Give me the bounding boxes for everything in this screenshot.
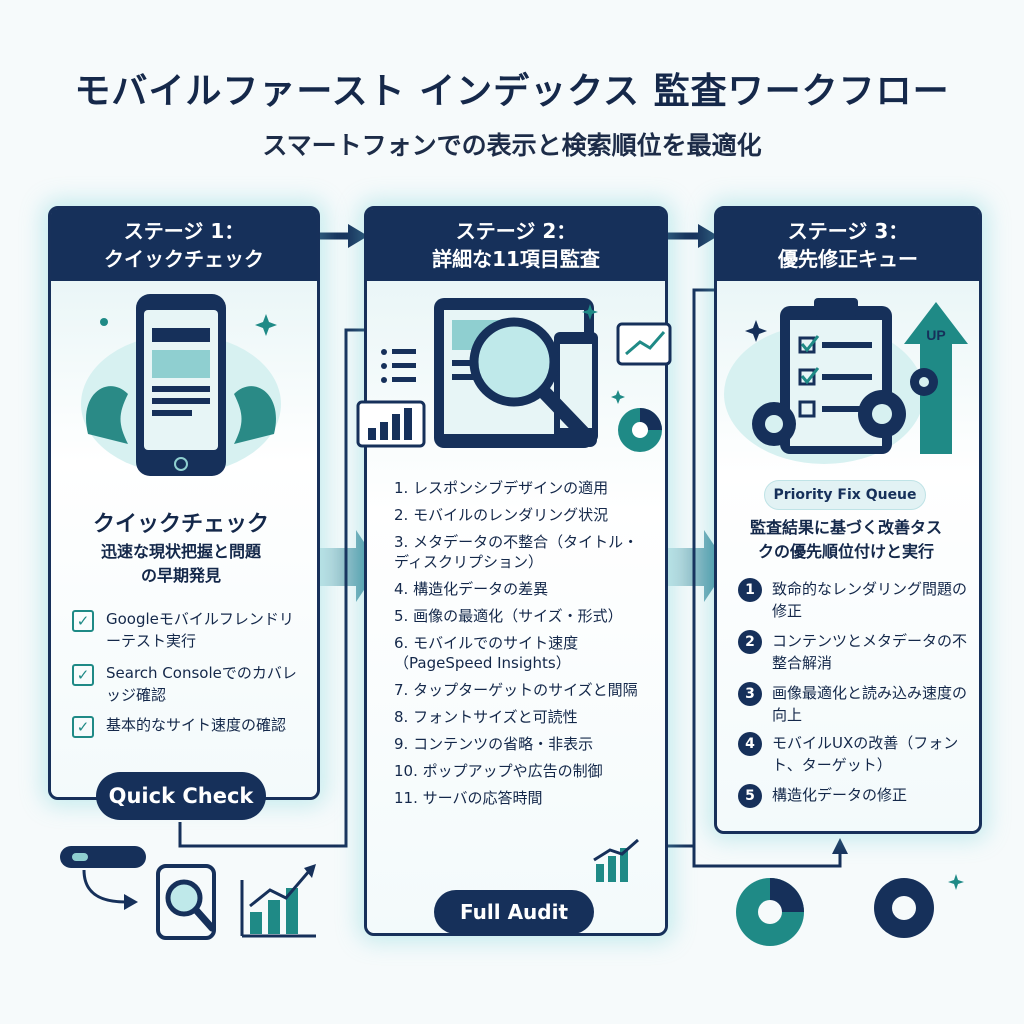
- loop-line-2-3: [664, 288, 716, 848]
- audit-item-11: 11. サーバの応答時間: [394, 789, 543, 807]
- stage3-desc-line2: クの優先順位付けと実行: [757, 542, 934, 561]
- stage1-check-text: 基本的なサイト速度の確認: [106, 716, 287, 734]
- growth-chart-icon: [240, 864, 316, 938]
- stage1-desc-line1: 迅速な現状把握と問題: [100, 542, 261, 561]
- quick-check-pill: Quick Check: [96, 772, 266, 820]
- arrowhead-1-2: [348, 224, 368, 248]
- stage1-check-1: ✓ Googleモバイルフレンドリーテスト実行: [72, 608, 306, 652]
- smartphone-illustration: [81, 294, 281, 476]
- search-bar-icon: [60, 846, 146, 868]
- loop-arrowhead-2-3: [832, 838, 848, 854]
- stage3-desc-line1: 監査結果に基づく改善タス: [749, 518, 942, 537]
- audit-items-list: 1. レスポンシブデザインの適用 2. モバイルのレンダリング状況 3. メタデ…: [394, 478, 664, 815]
- audit-item-1: 1. レスポンシブデザインの適用: [394, 479, 609, 497]
- priority-fix-queue-badge: Priority Fix Queue: [764, 480, 926, 510]
- queue-number-badge: 5: [738, 784, 762, 808]
- pie-chart-icon: [618, 408, 662, 452]
- audit-item-6: 6. モバイルでのサイト速度（PageSpeed Insights）: [394, 634, 579, 672]
- clipboard-gears-illustration: UP: [724, 298, 968, 464]
- queue-item-text: 構造化データの修正: [772, 786, 908, 804]
- audit-item-7: 7. タップターゲットのサイズと間隔: [394, 681, 638, 699]
- small-growth-chart-icon: [593, 838, 639, 882]
- stage1-card: ステージ 1： クイックチェック: [48, 206, 320, 800]
- mobile-search-icon: [156, 864, 216, 940]
- stage3-header-line2: 優先修正キュー: [778, 247, 918, 271]
- page-subtitle: スマートフォンでの表示と検索順位を最適化: [262, 131, 762, 160]
- full-audit-pill: Full Audit: [434, 890, 594, 934]
- queue-item-1: 1 致命的なレンダリング問題の修正: [738, 578, 970, 622]
- checkbox-checked-icon: ✓: [72, 664, 94, 686]
- queue-item-text: 画像最適化と読み込み速度の向上: [772, 684, 968, 724]
- queue-item-text: 致命的なレンダリング問題の修正: [772, 580, 968, 620]
- stage1-check-text: Search Consoleでのカバレッジ確認: [106, 664, 297, 704]
- stage1-check-text: Googleモバイルフレンドリーテスト実行: [106, 610, 294, 650]
- bar-chart-icon: [356, 400, 426, 448]
- lower-left-icons: [60, 846, 316, 940]
- stage1-description: 迅速な現状把握と問題 の早期発見: [48, 540, 314, 588]
- checkbox-checked-icon: ✓: [72, 610, 94, 632]
- queue-item-2: 2 コンテンツとメタデータの不整合解消: [738, 630, 970, 674]
- arrowhead-2-3: [698, 224, 718, 248]
- stage2-header: ステージ 2： 詳細な11項目監査: [367, 209, 665, 281]
- gear-icon: [910, 368, 938, 396]
- stage2-header-line2: 詳細な11項目監査: [432, 247, 600, 271]
- loop-line-2-3-bottom: [692, 846, 842, 868]
- audit-item-9: 9. コンテンツの省略・非表示: [394, 735, 594, 753]
- checkbox-checked-icon: ✓: [72, 716, 94, 738]
- queue-item-text: コンテンツとメタデータの不整合解消: [772, 632, 968, 672]
- audit-item-2: 2. モバイルのレンダリング状況: [394, 506, 609, 524]
- stage3-description: 監査結果に基づく改善タス クの優先順位付けと実行: [716, 516, 976, 564]
- stage1-header-line2: クイックチェック: [104, 247, 264, 271]
- queue-item-4: 4 モバイルUXの改善（フォント、ターゲット）: [738, 732, 970, 776]
- audit-item-5: 5. 画像の最適化（サイズ・形式）: [394, 607, 623, 625]
- queue-number-badge: 2: [738, 630, 762, 654]
- queue-number-badge: 1: [738, 578, 762, 602]
- audit-item-4: 4. 構造化データの差異: [394, 580, 549, 598]
- gear-icon: [752, 402, 796, 446]
- stage1-heading: クイックチェック: [92, 512, 269, 537]
- stage1-header-line1: ステージ 1：: [123, 219, 245, 243]
- pie-chart-icon: [736, 878, 804, 946]
- gear-icon: [858, 390, 906, 438]
- audit-magnifier-illustration: [356, 298, 672, 452]
- queue-number-badge: 4: [738, 732, 762, 756]
- audit-item-3: 3. メタデータの不整合（タイトル・ディスクリプション）: [394, 533, 639, 571]
- lower-right-icons: [736, 874, 964, 946]
- trend-chart-icon: [616, 322, 672, 366]
- stage2-header-line1: ステージ 2：: [455, 219, 577, 243]
- stage3-header: ステージ 3： 優先修正キュー: [717, 209, 979, 281]
- queue-item-3: 3 画像最適化と読み込み速度の向上: [738, 682, 970, 726]
- gear-icon: [874, 878, 934, 938]
- stage1-check-3: ✓ 基本的なサイト速度の確認: [72, 714, 306, 738]
- audit-item-8: 8. フォントサイズと可読性: [394, 708, 578, 726]
- queue-item-5: 5 構造化データの修正: [738, 784, 970, 808]
- queue-item-text: モバイルUXの改善（フォント、ターゲット）: [772, 734, 959, 774]
- list-icon: [381, 349, 416, 383]
- page-title: モバイルファースト インデックス 監査ワークフロー: [74, 71, 950, 112]
- stage1-desc-line2: の早期発見: [140, 566, 221, 585]
- stage3-header-line1: ステージ 3：: [787, 219, 909, 243]
- audit-item-10: 10. ポップアップや広告の制御: [394, 762, 603, 780]
- stage1-check-2: ✓ Search Consoleでのカバレッジ確認: [72, 662, 306, 706]
- queue-number-badge: 3: [738, 682, 762, 706]
- stage1-header: ステージ 1： クイックチェック: [51, 209, 317, 281]
- up-label: UP: [926, 327, 945, 343]
